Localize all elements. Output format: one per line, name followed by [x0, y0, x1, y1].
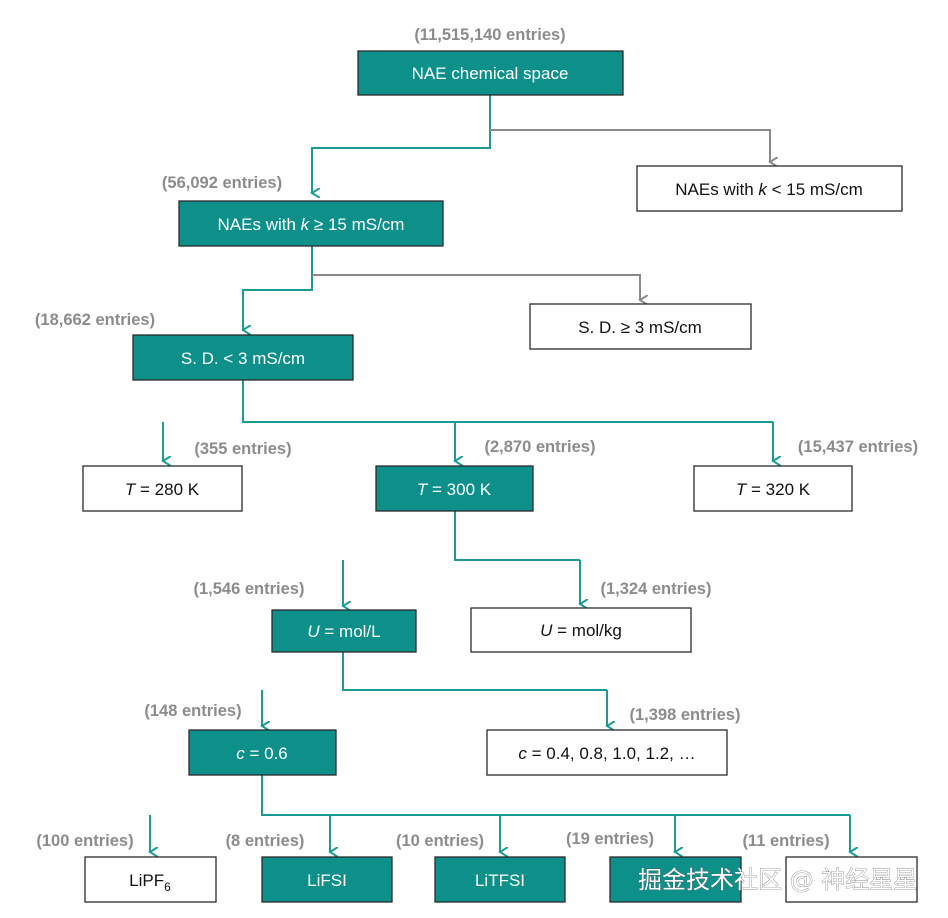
- count-label: (148 entries): [144, 702, 241, 720]
- node-c-other: (1,398 entries) c = 0.4, 0.8, 1.0, 1.2, …: [486, 706, 741, 776]
- count-label: (19 entries): [566, 830, 654, 848]
- connector-c06-branch: [261, 775, 850, 816]
- node-label: c = 0.6: [236, 744, 288, 763]
- connector-khigh-to-sdhigh: [312, 274, 640, 300]
- node-t-280: (355 entries) T = 280 K: [82, 440, 292, 512]
- node-label: T = 320 K: [736, 480, 811, 499]
- node-label: NAEs with k < 15 mS/cm: [675, 180, 863, 199]
- node-naes-k-low: NAEs with k < 15 mS/cm: [636, 165, 903, 212]
- node-naes-k-high: (56,092 entries) NAEs with k ≥ 15 mS/cm: [162, 174, 444, 247]
- node-c-06: (148 entries) c = 0.6: [144, 702, 337, 776]
- watermark: 掘金技术社区 @ 神经星星: [638, 866, 917, 894]
- count-label: (15,437 entries): [798, 438, 918, 456]
- count-label: (1,324 entries): [601, 580, 712, 598]
- count-label: (8 entries): [226, 832, 305, 850]
- count-label: (100 entries): [36, 832, 133, 850]
- count-label: (2,870 entries): [485, 438, 596, 456]
- node-salt-5: (11 entries): [742, 832, 918, 903]
- node-label: T = 280 K: [125, 480, 200, 499]
- node-label: NAEs with k ≥ 15 mS/cm: [218, 215, 405, 234]
- node-label: LiFSI: [307, 871, 347, 890]
- connectors: [150, 95, 850, 852]
- node-nae-chemical-space: (11,515,140 entries) NAE chemical space: [357, 26, 624, 96]
- connector-root-to-klow: [490, 129, 770, 162]
- node-label: NAE chemical space: [412, 64, 569, 83]
- count-label: (355 entries): [194, 440, 291, 458]
- node-t-320: (15,437 entries) T = 320 K: [693, 438, 918, 512]
- node-lipf6: (100 entries) LiPF6: [36, 832, 217, 903]
- node-u-mol-kg: (1,324 entries) U = mol/kg: [470, 580, 712, 653]
- node-litfsi: (10 entries) LiTFSI: [396, 832, 566, 903]
- count-label: (18,662 entries): [35, 311, 155, 329]
- count-label: (1,398 entries): [630, 706, 741, 724]
- connector-sdlow-branch: [242, 380, 773, 423]
- count-label: (11,515,140 entries): [414, 26, 565, 44]
- node-label: S. D. < 3 mS/cm: [181, 349, 305, 368]
- count-label: (1,546 entries): [194, 580, 305, 598]
- node-label: LiPF6: [129, 871, 171, 894]
- count-label: (10 entries): [396, 832, 484, 850]
- connector-root-to-khigh: [312, 95, 491, 193]
- connector-khigh-to-sdlow: [243, 246, 313, 330]
- node-label: U = mol/L: [307, 622, 380, 641]
- connector-u-mol-l-branch: [342, 652, 607, 691]
- count-label: (11 entries): [742, 832, 829, 850]
- node-label: U = mol/kg: [540, 621, 622, 640]
- node-sd-low: (18,662 entries) S. D. < 3 mS/cm: [35, 311, 354, 381]
- connector-t300-branch: [454, 511, 580, 561]
- node-label: T = 300 K: [417, 480, 492, 499]
- node-label: LiTFSI: [475, 871, 525, 890]
- node-label: S. D. ≥ 3 mS/cm: [578, 318, 702, 337]
- node-sd-high: S. D. ≥ 3 mS/cm: [529, 303, 752, 350]
- node-salt-4: (19 entries): [566, 830, 742, 903]
- node-lifsi: (8 entries) LiFSI: [226, 832, 393, 903]
- node-label: c = 0.4, 0.8, 1.0, 1.2, …: [518, 744, 695, 763]
- count-label: (56,092 entries): [162, 174, 282, 192]
- node-t-300: (2,870 entries) T = 300 K: [375, 438, 596, 512]
- node-u-mol-l: (1,546 entries) U = mol/L: [194, 580, 417, 653]
